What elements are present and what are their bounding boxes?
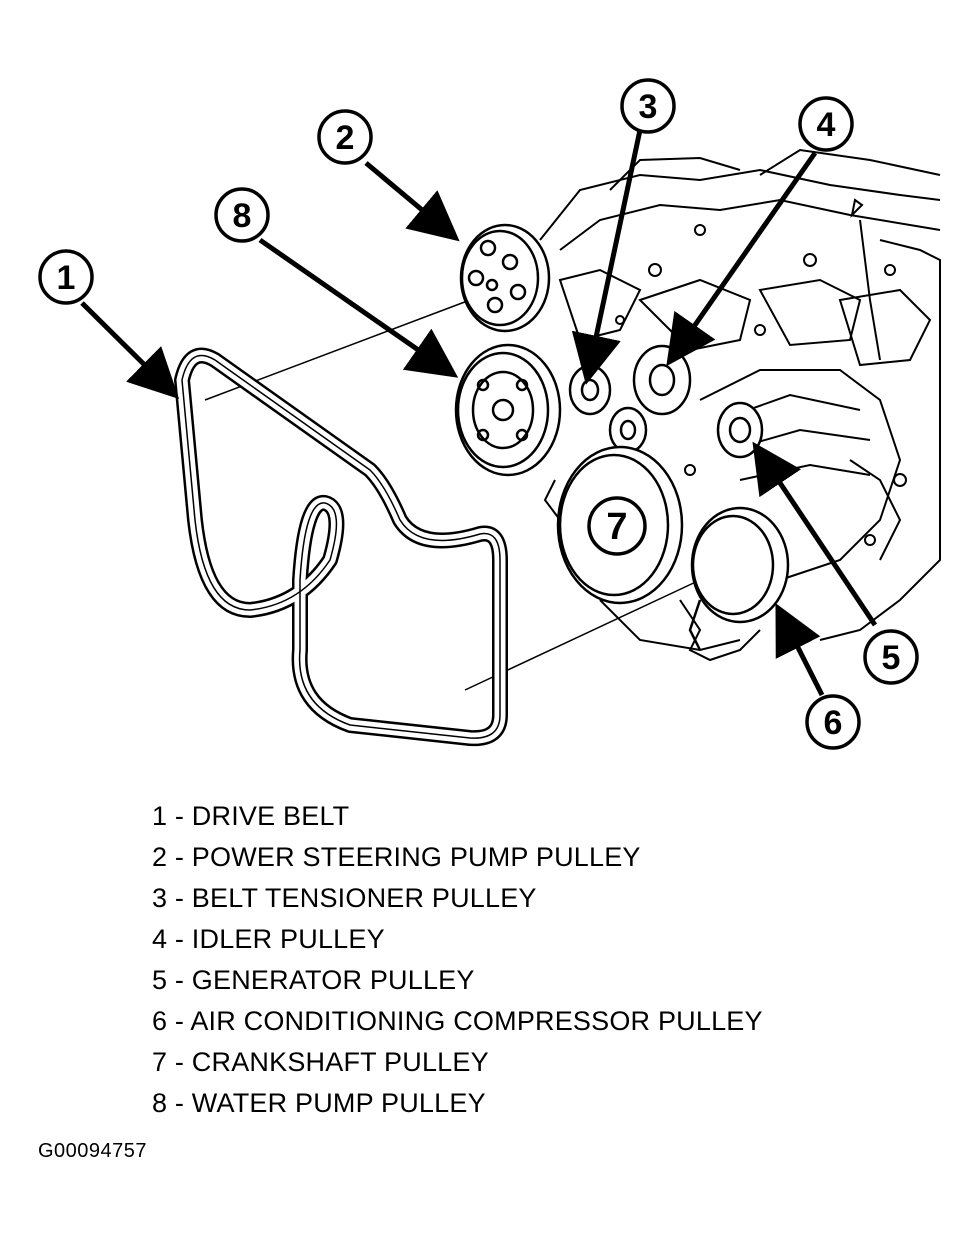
leader-arrows (80, 129, 878, 697)
callout-5: 5 (863, 629, 919, 685)
leader-arrow-2 (364, 161, 460, 242)
legend-item: 2 - POWER STEERING PUMP PULLEY (152, 842, 641, 872)
idler-pulley (608, 344, 692, 454)
drive-belt (174, 347, 508, 747)
callout-1: 1 (38, 249, 94, 305)
leader-arrow-6 (775, 603, 825, 697)
parts-legend: 1 - DRIVE BELT 2 - POWER STEERING PUMP P… (152, 796, 763, 1124)
callout-circle (587, 496, 647, 556)
callout-2: 2 (317, 109, 373, 165)
callout-circle (863, 629, 919, 685)
leader-arrow-1 (80, 301, 180, 400)
legend-item: 3 - BELT TENSIONER PULLEY (152, 883, 537, 913)
callout-number: 6 (824, 704, 843, 742)
legend-item: 6 - AIR CONDITIONING COMPRESSOR PULLEY (152, 1006, 763, 1036)
callout-circle (620, 78, 676, 134)
callout-4: 4 (798, 96, 854, 152)
callout-8: 8 (214, 187, 270, 243)
legend-item: 1 - DRIVE BELT (152, 801, 350, 831)
callout-number: 7 (606, 506, 627, 548)
callout-circle (214, 187, 270, 243)
callout-number: 1 (57, 259, 76, 297)
callout-circle (805, 694, 861, 750)
callout-circle (38, 249, 94, 305)
callout-number: 5 (882, 639, 901, 677)
callout-number: 8 (233, 197, 252, 235)
legend-item: 8 - WATER PUMP PULLEY (152, 1088, 486, 1118)
callout-6: 6 (805, 694, 861, 750)
callout-number: 4 (817, 106, 836, 144)
callout-3: 3 (620, 78, 676, 134)
callout-number: 2 (336, 119, 355, 157)
callout-7: 7 (587, 496, 647, 556)
leader-arrow-5 (752, 441, 878, 627)
power-steering-pump-pulley (459, 223, 551, 333)
leader-arrow-4 (666, 151, 818, 367)
engine-block (539, 148, 941, 662)
leader-arrow-8 (258, 237, 459, 378)
legend-item: 4 - IDLER PULLEY (152, 924, 385, 954)
figure-code: G00094757 (38, 1140, 148, 1162)
belt-routing-diagram: 1 2 3 4 5 6 7 8 (38, 78, 941, 750)
callout-number: 3 (639, 88, 658, 126)
water-pump-pulley (454, 343, 562, 477)
generator-pulley (716, 401, 764, 459)
callout-circle (317, 109, 373, 165)
ac-compressor-pulley (688, 506, 790, 651)
callout-circle (798, 96, 854, 152)
leader-arrow-3 (571, 129, 643, 385)
legend-item: 7 - CRANKSHAFT PULLEY (152, 1047, 489, 1077)
legend-item: 5 - GENERATOR PULLEY (152, 965, 475, 995)
